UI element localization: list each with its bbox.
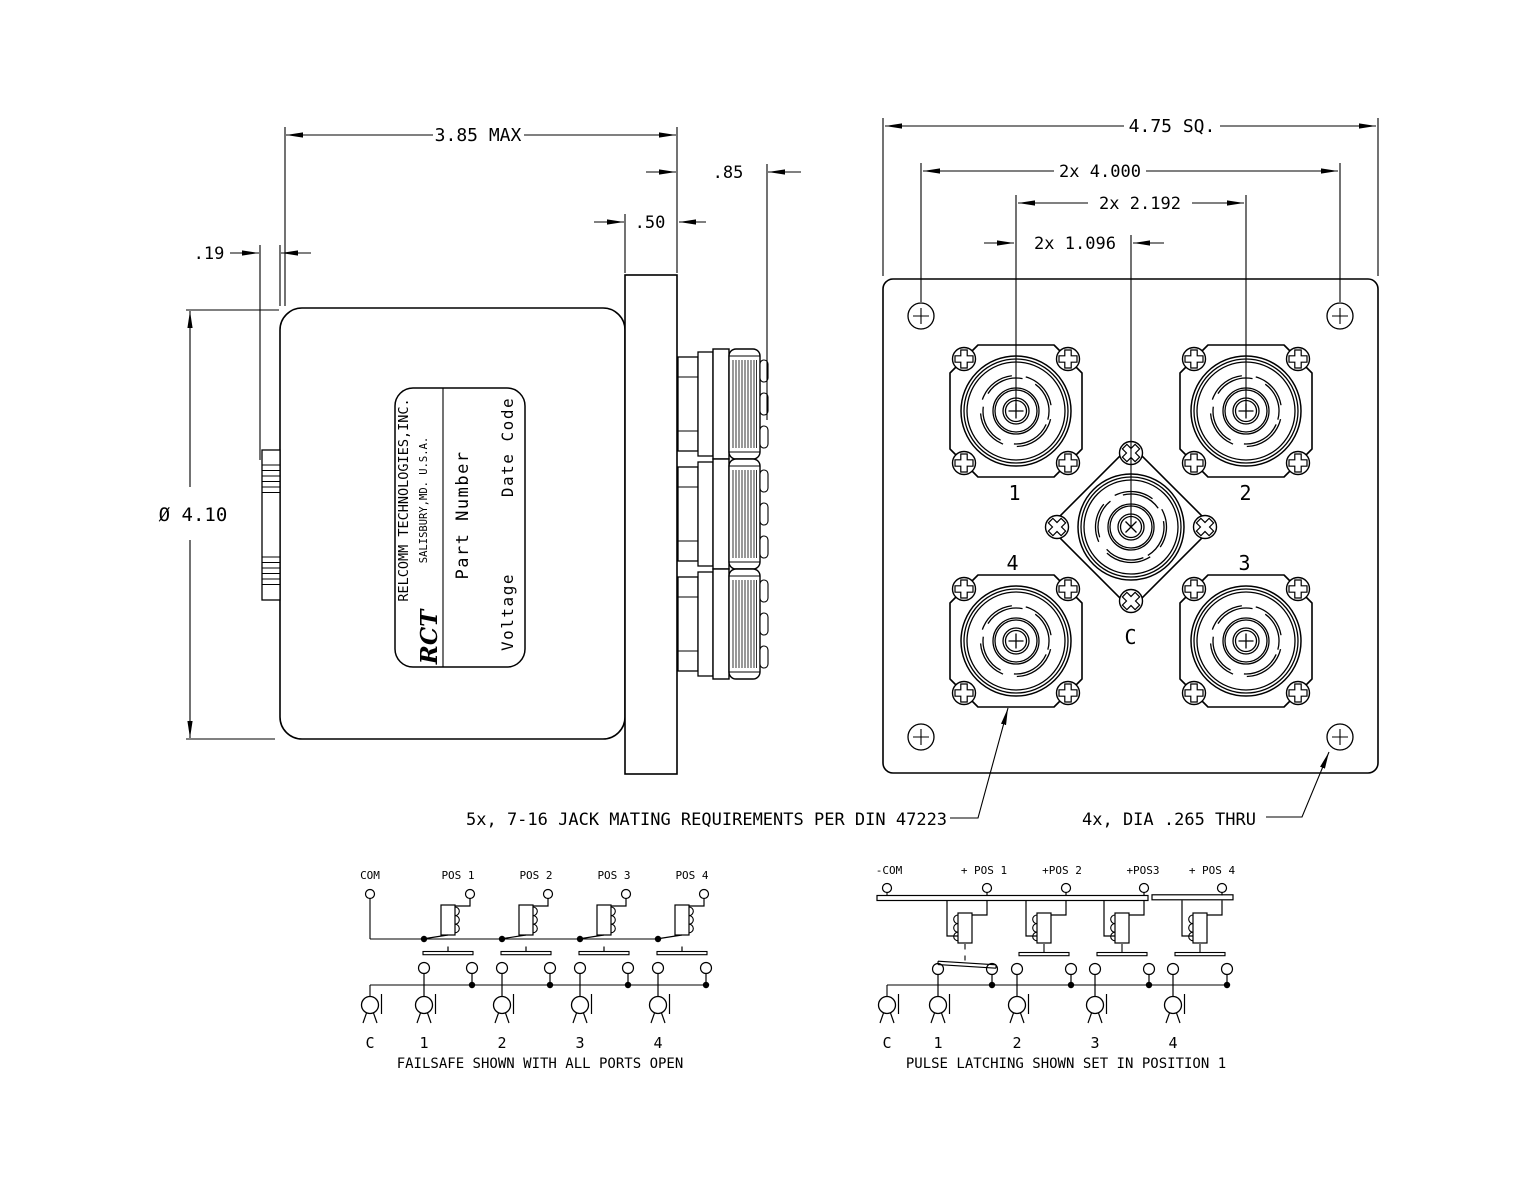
front-view: 1 2 4 3 C 4.75 SQ. 2x 4.000 2x 2.192 2x … xyxy=(882,116,1379,774)
latching-connector-c xyxy=(877,993,900,1024)
failsafe-caption: FAILSAFE SHOWN WITH ALL PORTS OPEN xyxy=(397,1056,684,1072)
port-common-label: C xyxy=(1124,625,1137,649)
latching-open-contacts xyxy=(1018,944,1226,957)
failsafe-terminal-pos2: POS 2 xyxy=(519,869,552,882)
dim-diameter: Ø 4.10 xyxy=(159,504,228,526)
failsafe-terminal-com: COM xyxy=(360,869,380,882)
product-label: RELCOMM TECHNOLOGIES,INC. SALISBURY,MD. … xyxy=(394,387,526,668)
dim-square: 4.75 SQ. xyxy=(1129,116,1216,137)
failsafe-relay-2 xyxy=(494,890,556,1024)
dim-offset: .19 xyxy=(194,244,225,264)
side-jack-bottom xyxy=(677,568,769,680)
mount-hole-bottom-left xyxy=(907,723,935,751)
latching-port-4: 4 xyxy=(1168,1034,1177,1052)
failsafe-connector-c xyxy=(360,993,383,1024)
failsafe-terminal-pos4: POS 4 xyxy=(675,869,708,882)
dsub-connector xyxy=(261,449,281,601)
failsafe-com-terminal xyxy=(364,888,376,900)
note-jacks: 5x, 7-16 JACK MATING REQUIREMENTS PER DI… xyxy=(466,810,947,830)
latching-port-1: 1 xyxy=(933,1034,942,1052)
failsafe-relay-3 xyxy=(572,890,634,1024)
latching-com-terminal xyxy=(881,882,893,894)
dim-width: 3.85 MAX xyxy=(435,125,522,146)
dim-mount-holes: 2x 4.000 xyxy=(1059,162,1141,182)
latching-port-c: C xyxy=(882,1034,891,1052)
rct-logo: RCT xyxy=(416,608,443,665)
latching-terminal-pos2: +POS 2 xyxy=(1042,864,1082,877)
dim-port-spacing: 2x 2.192 xyxy=(1099,194,1181,214)
port-3-connector xyxy=(1180,575,1312,707)
latching-bus-bar-right xyxy=(1151,894,1234,901)
failsafe-terminal-pos3: POS 3 xyxy=(597,869,630,882)
latching-closed-contact-1 xyxy=(937,944,997,969)
side-jack-top xyxy=(677,348,769,460)
mounting-plate xyxy=(624,274,678,775)
latching-caption: PULSE LATCHING SHOWN SET IN POSITION 1 xyxy=(906,1056,1226,1072)
side-view: RELCOMM TECHNOLOGIES,INC. SALISBURY,MD. … xyxy=(159,125,801,775)
dim-flange: .50 xyxy=(635,213,666,233)
front-dimensions: 4.75 SQ. 2x 4.000 2x 2.192 2x 1.096 xyxy=(882,116,1379,527)
failsafe-relay-1 xyxy=(416,890,478,1024)
port-4-label: 4 xyxy=(1006,551,1019,575)
failsafe-port-c: C xyxy=(365,1034,374,1052)
schematic-failsafe: COM POS 1 POS 2 POS 3 POS 4 C 1 2 3 4 FA… xyxy=(360,869,711,1072)
latching-port-3: 3 xyxy=(1090,1034,1099,1052)
note-mount-holes: 4x, DIA .265 THRU xyxy=(1082,810,1256,830)
failsafe-port-2: 2 xyxy=(497,1034,506,1052)
failsafe-port-4: 4 xyxy=(653,1034,662,1052)
dim-tip: .85 xyxy=(713,163,744,183)
latching-terminal-pos4: + POS 4 xyxy=(1189,864,1236,877)
failsafe-terminal-pos1: POS 1 xyxy=(441,869,474,882)
notes: 5x, 7-16 JACK MATING REQUIREMENTS PER DI… xyxy=(466,707,1330,830)
port-3-label: 3 xyxy=(1238,551,1251,575)
label-part-number: Part Number xyxy=(453,450,473,579)
failsafe-port-3: 3 xyxy=(575,1034,584,1052)
label-voltage: Voltage xyxy=(498,573,517,651)
side-jack-middle xyxy=(677,458,769,570)
schematic-latching: -COM + POS 1 +POS 2 +POS3 + POS 4 C 1 2 … xyxy=(876,864,1236,1072)
mount-hole-bottom-right xyxy=(1326,723,1354,751)
latching-terminal-pos3: +POS3 xyxy=(1126,864,1159,877)
latching-port-2: 2 xyxy=(1012,1034,1021,1052)
latching-bus-bar-left xyxy=(876,894,1149,902)
mount-hole-top-left xyxy=(907,302,935,330)
failsafe-relay-4 xyxy=(650,890,712,1024)
latching-terminal-com: -COM xyxy=(876,864,903,877)
dim-port-offset: 2x 1.096 xyxy=(1034,234,1116,254)
latching-relay-1 xyxy=(930,884,998,1024)
latching-terminal-pos1: + POS 1 xyxy=(961,864,1007,877)
label-company: RELCOMM TECHNOLOGIES,INC. xyxy=(396,398,412,601)
mount-hole-top-right xyxy=(1326,302,1354,330)
side-dimensions: 3.85 MAX .85 .50 .19 Ø 4.10 xyxy=(159,125,801,740)
port-2-label: 2 xyxy=(1239,481,1252,505)
label-date-code: Date Code xyxy=(498,397,517,497)
port-4-connector xyxy=(950,575,1082,707)
failsafe-port-1: 1 xyxy=(419,1034,428,1052)
label-address: SALISBURY,MD. U.S.A. xyxy=(418,437,430,563)
port-1-label: 1 xyxy=(1008,481,1021,505)
